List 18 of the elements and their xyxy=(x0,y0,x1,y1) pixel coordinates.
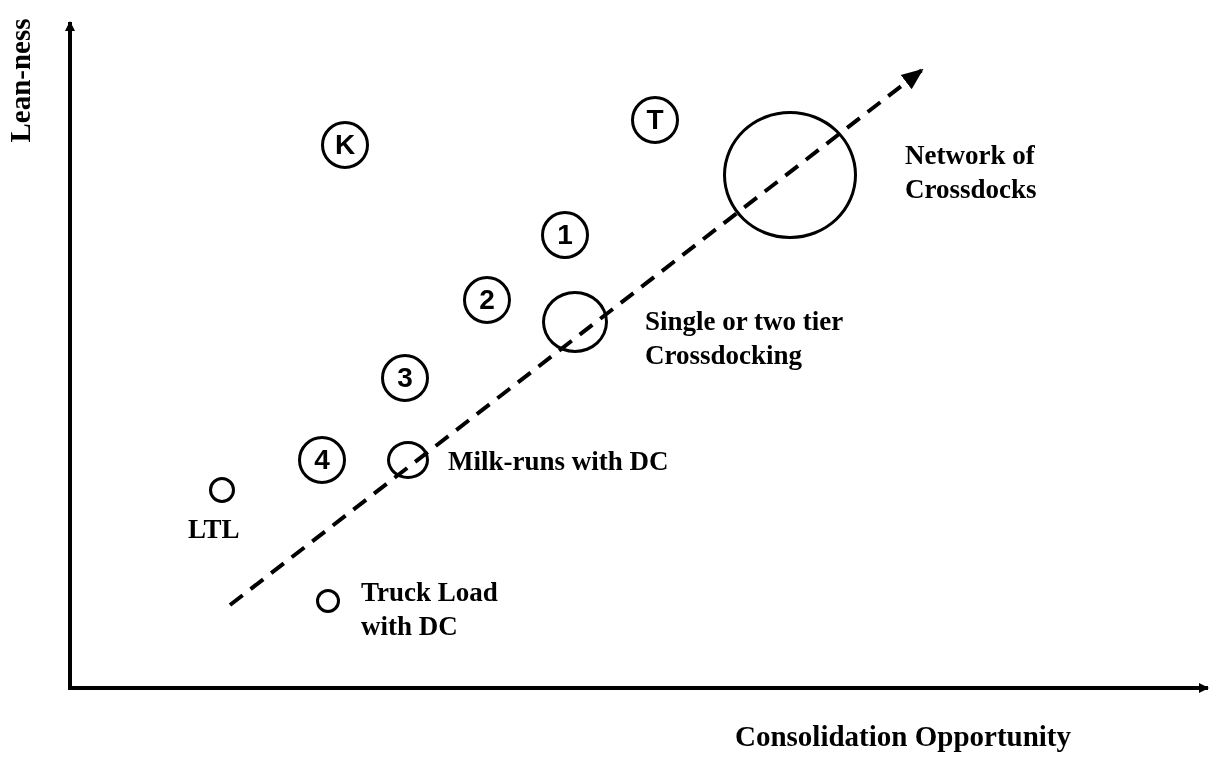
axis-title: Consolidation Opportunity xyxy=(735,720,1071,753)
circle-marker xyxy=(209,477,235,503)
circle-marker xyxy=(387,441,429,479)
lettered-circle: 2 xyxy=(463,276,511,324)
circle-marker xyxy=(316,589,340,613)
lettered-circle: 3 xyxy=(381,354,429,402)
lettered-circle: K xyxy=(321,121,369,169)
circle-caption: Truck Load with DC xyxy=(361,576,499,643)
lettered-circle: T xyxy=(631,96,679,144)
circle-caption: Milk-runs with DC xyxy=(448,445,670,478)
lettered-circle: 1 xyxy=(541,211,589,259)
circle-caption: Network of Crossdocks xyxy=(905,139,1038,206)
circle-marker xyxy=(542,291,608,353)
circle-marker xyxy=(723,111,857,239)
lettered-circle: 4 xyxy=(298,436,346,484)
circle-caption: Single or two tier Crossdocking xyxy=(645,305,844,372)
axis-title: Lean-ness xyxy=(3,17,37,143)
circle-caption: LTL xyxy=(188,513,241,546)
